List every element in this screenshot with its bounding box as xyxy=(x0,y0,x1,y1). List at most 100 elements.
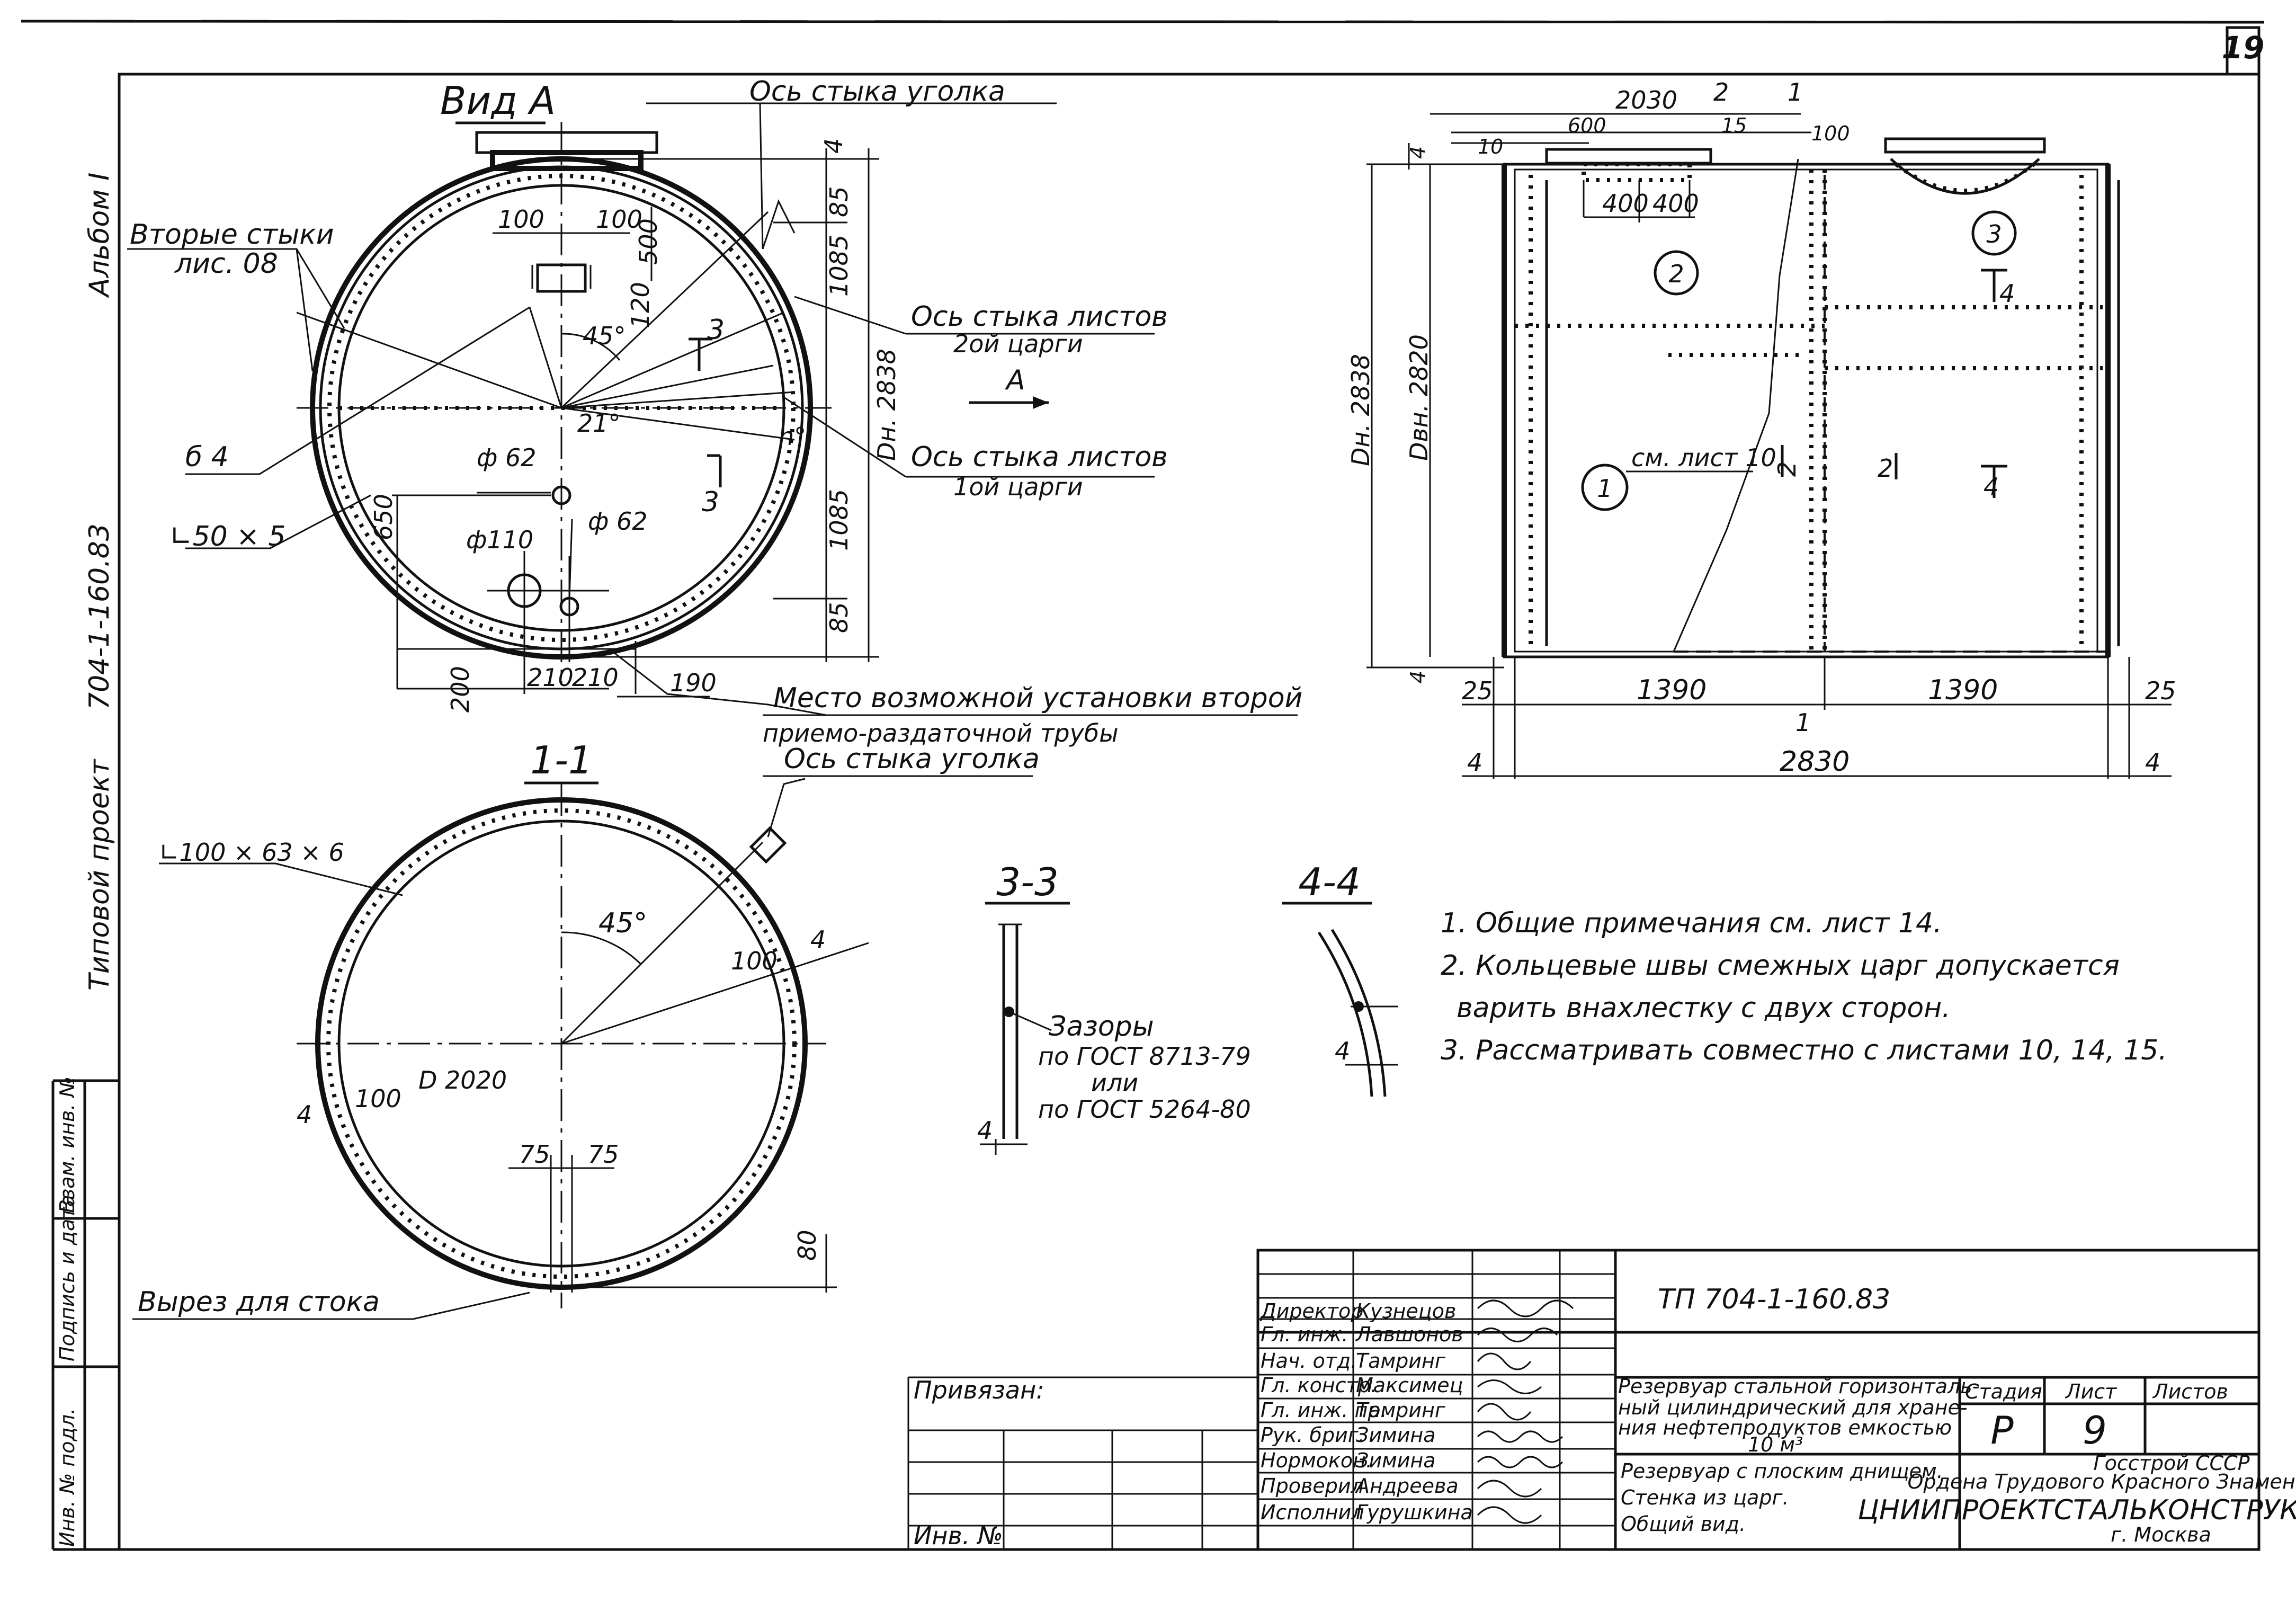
side-dim-400a: 400 xyxy=(1602,189,1649,218)
stamp-label-inv: Инв. № подл. xyxy=(56,1408,79,1547)
side-dim-4-bottom: 4 xyxy=(1406,671,1430,683)
sheet-number: 19 xyxy=(2222,30,2265,66)
note-2-line1: 2. Кольцевые швы смежных царг допускаетс… xyxy=(1441,950,2120,982)
note-second-pipe-line2: приемо-раздаточной трубы xyxy=(763,719,1119,747)
side-margin: Альбом I 704-1-160.83 Типовой проект Инв… xyxy=(56,173,115,1547)
hole-62-upper xyxy=(551,485,571,505)
side-dim-2030: 2030 xyxy=(1615,86,1677,114)
sheet-title-line-1: Резервуар с плоским днищем. xyxy=(1621,1459,1943,1483)
label-angle-21: 21° xyxy=(577,409,621,438)
view-a-section-3-bottom: 3 xyxy=(702,486,719,518)
label-hole-110: ф110 xyxy=(466,526,533,554)
dim-1085-bottom: 1085 xyxy=(825,489,853,551)
side-dim-1390a: 1390 xyxy=(1637,674,1707,706)
dim-85-top: 85 xyxy=(825,186,853,217)
dim-210a: 210 xyxy=(527,663,574,692)
section-1-dim-4b: 4 xyxy=(297,1100,312,1129)
side-sec-2b: 2 xyxy=(1773,461,1801,477)
stamp-label-replace: Взам. инв. № xyxy=(56,1076,79,1213)
side-dim-100: 100 xyxy=(1811,122,1850,145)
stage-value: Р xyxy=(1990,1408,2014,1453)
view-a-section-3-top: 3 xyxy=(707,314,725,346)
dim-4-top: 4 xyxy=(819,138,848,154)
note-second-pipe-line1: Место возможной установки второй xyxy=(773,682,1302,714)
name-dept-head: Тамринг xyxy=(1356,1349,1446,1373)
project-type-label: Типовой проект xyxy=(84,759,115,991)
section-1-1: 1-1 45° ∟100 × 63 × 6 100 100 D 2020 4 4… xyxy=(132,738,869,1320)
tank-shell xyxy=(1503,163,2110,658)
label-inner-diameter: Dн. 2838 xyxy=(872,349,901,461)
dim-200: 200 xyxy=(446,666,475,713)
title-block: Привязан: Инв. № Директор Гл. инж. Нач. … xyxy=(119,1249,2296,1551)
dim-210b: 210 xyxy=(572,663,619,692)
section-1-title: 1-1 xyxy=(530,738,593,782)
section-1-inner-diameter: D 2020 xyxy=(418,1066,507,1094)
org-line-3: ЦНИИПРОЕКТСТАЛЬКОНСТРУКЦИЯ xyxy=(1858,1494,2296,1526)
object-line-2: ный цилиндрический для хране- xyxy=(1618,1396,1968,1419)
side-dim-2830: 2830 xyxy=(1780,746,1850,778)
view-a-title: Вид А xyxy=(440,78,556,123)
general-notes: 1. Общие примечания см. лист 14. 2. Коль… xyxy=(1441,907,2167,1066)
side-see-sheet: см. лист 10 xyxy=(1631,443,1776,472)
section-1-dim-75b: 75 xyxy=(588,1140,619,1169)
side-dim-25a: 25 xyxy=(1462,676,1493,705)
side-dim-1390b: 1390 xyxy=(1928,674,1998,706)
section-3-title: 3-3 xyxy=(996,860,1059,904)
org-line-1: Госстрой СССР xyxy=(2093,1451,2249,1475)
name-chief-project-eng: Тамринг xyxy=(1356,1399,1446,1422)
side-dim-600: 600 xyxy=(1568,114,1606,137)
title-inv: Инв. № xyxy=(914,1521,1003,1550)
label-plate: б 4 xyxy=(185,441,229,473)
dim-1085-top: 1085 xyxy=(825,235,853,297)
object-line-4: 10 м³ xyxy=(1748,1433,1803,1456)
name-team-lead: Зимина xyxy=(1356,1423,1436,1447)
dim-100b: 100 xyxy=(596,205,642,234)
section-3-3: 3-3 Зазоры по ГОСТ 8713-79 или по ГОСТ 5… xyxy=(977,860,1251,1155)
dim-120: 120 xyxy=(626,282,655,328)
view-a: Вид А xyxy=(127,76,1302,777)
dim-500: 500 xyxy=(634,218,663,265)
side-dim-2: 2 xyxy=(1713,78,1729,106)
label-or: или xyxy=(1091,1068,1138,1097)
section-3-dim-4: 4 xyxy=(977,1116,993,1145)
side-dim-4a: 4 xyxy=(1467,748,1482,777)
side-dim-25b: 25 xyxy=(2145,676,2176,705)
sheets-label: Листов xyxy=(2152,1380,2228,1403)
role-director: Директор xyxy=(1259,1299,1363,1323)
role-team-lead: Рук. бриг. xyxy=(1261,1423,1365,1447)
role-chief-designer: Гл. констр. xyxy=(1261,1374,1377,1397)
section-1-dim-75a: 75 xyxy=(519,1140,550,1169)
label-angle: ∟50 × 5 xyxy=(169,521,285,553)
name-norm-control: Зимина xyxy=(1356,1449,1436,1472)
label-axis-sheets-1: Ось стыка листов xyxy=(911,441,1168,473)
sheet-frame xyxy=(21,20,2265,1551)
side-dim-4-top: 4 xyxy=(1406,146,1430,159)
label-angle-n: n° xyxy=(779,422,806,451)
signatures xyxy=(1477,1299,1574,1524)
role-executed: Исполнил xyxy=(1261,1501,1364,1524)
dim-650: 650 xyxy=(369,494,398,540)
name-chief-designer: Максимец xyxy=(1356,1374,1463,1397)
role-norm-control: Нормокон. xyxy=(1261,1449,1372,1472)
section-1-angle-45: 45° xyxy=(598,907,647,939)
label-gost-8713: по ГОСТ 8713-79 xyxy=(1038,1042,1251,1071)
side-sec-1: 1 xyxy=(1795,708,1811,737)
sheet-title-line-3: Общий вид. xyxy=(1621,1512,1746,1536)
stage-label: Стадия xyxy=(1965,1380,2042,1403)
note-corner-axis-2: Ось стыка уголка xyxy=(784,743,1040,775)
title-code: ТП 704-1-160.83 xyxy=(1658,1284,1890,1315)
side-sec-2a: 2 xyxy=(1878,454,1893,483)
side-dim-15: 15 xyxy=(1721,114,1747,137)
section-1-dim-80: 80 xyxy=(793,1230,821,1261)
sheet-title-line-2: Стенка из царг. xyxy=(1621,1486,1789,1509)
label-hole-62b: ф 62 xyxy=(588,507,647,536)
label-second-joints: Вторые стыки xyxy=(130,219,334,251)
side-pos-3: 3 xyxy=(1986,220,2002,248)
side-dim-400b: 400 xyxy=(1652,189,1699,218)
role-dept-head: Нач. отд. xyxy=(1261,1349,1357,1373)
name-checked: Андреева xyxy=(1354,1474,1459,1498)
sheet-value: 9 xyxy=(2083,1408,2107,1453)
manhole-cap xyxy=(475,131,658,154)
role-checked: Проверил xyxy=(1261,1474,1364,1498)
